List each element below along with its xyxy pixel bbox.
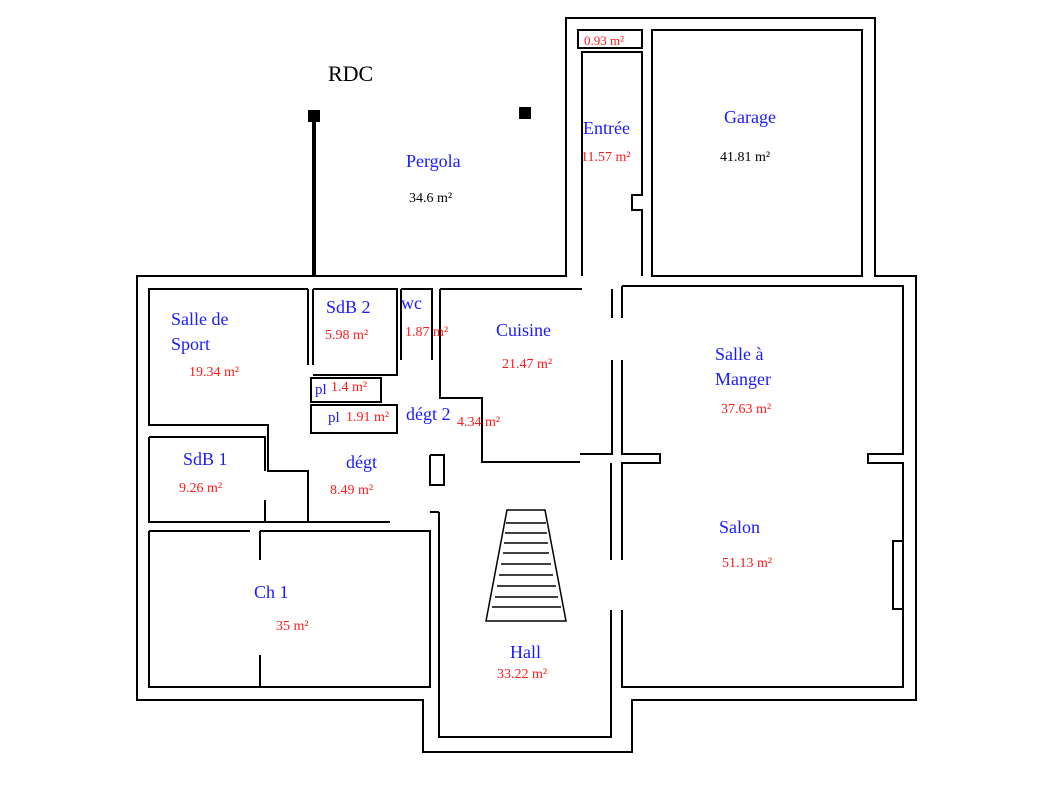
room-name-entree: Entrée [583,118,630,138]
room-area-hall: 33.22 m² [497,667,548,682]
ch1-wall [148,530,431,688]
entree-annex [577,29,643,49]
room-name-salon: Salon [719,517,761,537]
room-area-salle-manger: 37.63 m² [721,402,772,417]
room-name-wc: wc [401,293,422,313]
salon-window [892,540,904,610]
entree-wall [581,51,643,276]
room-name-salle-manger-2: Manger [715,369,771,389]
salle-manger-wall [621,285,904,688]
room-area-sdb1: 9.26 m² [179,481,223,496]
room-area-entree: 11.57 m² [581,150,631,165]
room-area-garage: 41.81 m² [720,150,771,165]
salle-sport-wall [148,288,309,522]
room-area-salon: 51.13 m² [722,556,773,571]
room-area-degt2: 4.34 m² [457,415,501,430]
room-area-ch1: 35 m² [276,619,309,634]
floor-title: RDC [328,61,374,86]
room-name-cuisine: Cuisine [496,320,552,340]
room-area-salle-sport: 19.34 m² [189,365,240,380]
room-area-placard1: 1.4 m² [331,380,368,395]
sdb2-wall [312,288,398,376]
garage-wall [651,29,863,277]
room-area-wc: 1.87 m² [405,325,449,340]
room-name-salle-sport-1: Salle de [171,309,229,329]
staircase [485,509,567,622]
room-area-entree-annex: 0.93 m² [584,33,625,48]
room-name-hall: Hall [510,642,541,662]
room-name-pergola: Pergola [406,151,461,171]
room-area-placard2: 1.91 m² [346,410,390,425]
hall-wall [429,454,612,738]
room-area-sdb2: 5.98 m² [325,328,369,343]
room-name-placard1: pl [315,382,327,398]
room-name-sdb2: SdB 2 [326,297,371,317]
room-area-pergola: 34.6 m² [409,191,453,206]
pergola-post [519,107,531,119]
wc-wall [400,288,433,360]
room-name-degt: dégt [346,452,377,472]
room-name-ch1: Ch 1 [254,582,289,602]
room-name-salle-sport-2: Sport [171,334,211,354]
cuisine-wall [439,288,613,463]
room-name-salle-manger-1: Salle à [715,344,764,364]
pergola-post [308,110,320,122]
room-area-degt: 8.49 m² [330,483,374,498]
outer-wall [136,17,917,753]
placard1-wall [310,377,382,403]
room-name-sdb1: SdB 1 [183,449,228,469]
room-name-placard2: pl [328,410,340,426]
room-area-cuisine: 21.47 m² [502,357,553,372]
placard2-wall [310,404,398,434]
room-name-degt2: dégt 2 [406,404,451,424]
sdb1-wall [148,436,308,523]
room-name-garage: Garage [724,107,776,127]
